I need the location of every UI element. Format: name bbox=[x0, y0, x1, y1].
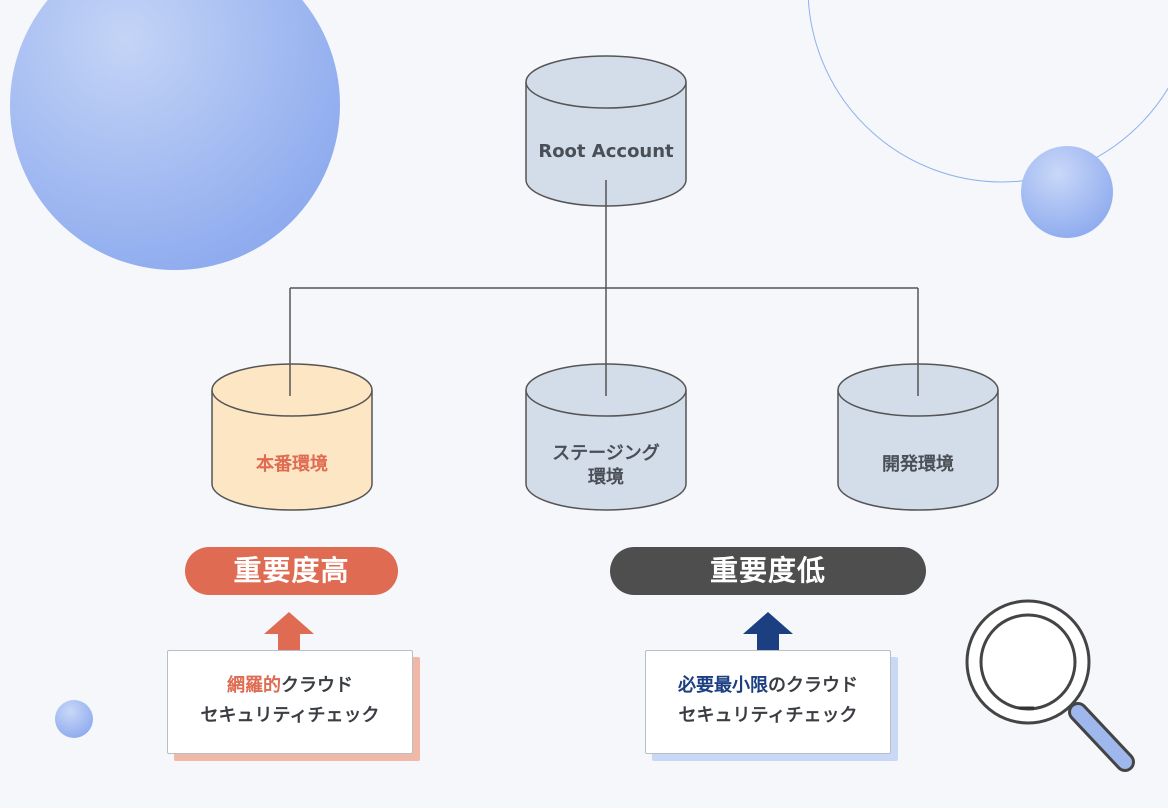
magnifying-glass-icon bbox=[965, 599, 1135, 772]
tree-connectors bbox=[290, 180, 918, 289]
decor-ring-circle bbox=[807, 0, 1168, 183]
branch-drop-lines bbox=[289, 288, 919, 396]
importance-low-badge: 重要度低 bbox=[610, 547, 926, 595]
arrow-up-icon-left bbox=[264, 612, 314, 675]
decor-small-circle-right bbox=[1021, 146, 1113, 238]
importance-high-badge: 重要度高 bbox=[185, 547, 398, 595]
root-account-cylinder bbox=[525, 55, 687, 207]
check-card-left: 網羅的クラウド セキュリティチェック bbox=[167, 650, 413, 754]
decor-small-circle-left bbox=[55, 700, 93, 738]
arrow-up-icon-right bbox=[743, 612, 793, 675]
prod-cylinder bbox=[211, 363, 373, 511]
check-card-right-line1: 必要最小限のクラウド bbox=[646, 671, 890, 701]
check-card-left-line1-rest: クラウド bbox=[281, 675, 353, 696]
check-card-left-highlight: 網羅的 bbox=[227, 675, 281, 696]
check-card-left-line1: 網羅的クラウド bbox=[168, 671, 412, 701]
check-card-left-line2: セキュリティチェック bbox=[200, 705, 380, 726]
check-card-right: 必要最小限のクラウド セキュリティチェック bbox=[645, 650, 891, 754]
check-card-right-line2: セキュリティチェック bbox=[678, 705, 858, 726]
decor-big-circle bbox=[10, 0, 340, 270]
check-card-right-highlight: 必要最小限 bbox=[678, 675, 768, 696]
check-card-right-line1-rest: のクラウド bbox=[768, 675, 858, 696]
